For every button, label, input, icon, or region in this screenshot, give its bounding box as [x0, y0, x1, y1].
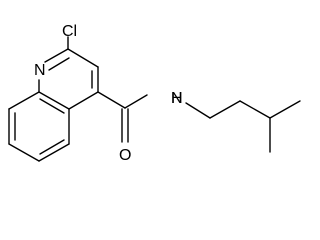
bond-ch-ch3-up — [269, 100, 301, 119]
bond-c6-c5 — [38, 143, 70, 162]
bond-n1-c2 — [44, 48, 69, 63]
bond-c4-carbonyl — [97, 91, 126, 109]
atom-chlorine: Cl — [62, 23, 77, 40]
bond-c2-c3 — [67, 48, 99, 68]
bond-c8a-c8 — [8, 91, 40, 110]
bond-c4-c4a — [68, 91, 99, 110]
atom-carbonyl-oxygen: O — [119, 147, 131, 164]
atom-amide-hydrogen: H — [171, 90, 183, 107]
bond-carbonyl-nitrogen — [124, 94, 148, 109]
bond-n1-c2-inner — [48, 57, 70, 71]
atom-labels: Cl N H N O — [34, 23, 183, 164]
atom-amide-nitrogen: N — [171, 90, 183, 107]
bond-c4a-c8a-inner — [39, 98, 65, 114]
atom-ring-nitrogen: N — [34, 62, 46, 79]
bond-ch2-ch2 — [209, 100, 241, 119]
bond-ch2-ch — [239, 100, 271, 119]
bond-c4a-c8a — [38, 91, 70, 110]
bond-c6-c5-inner — [39, 139, 65, 155]
bonds — [8, 36, 301, 162]
bond-nitrogen-ch2 — [185, 102, 211, 119]
chemical-structure-diagram: Cl N H N O — [8, 23, 301, 164]
bond-c7-c6 — [8, 143, 40, 162]
